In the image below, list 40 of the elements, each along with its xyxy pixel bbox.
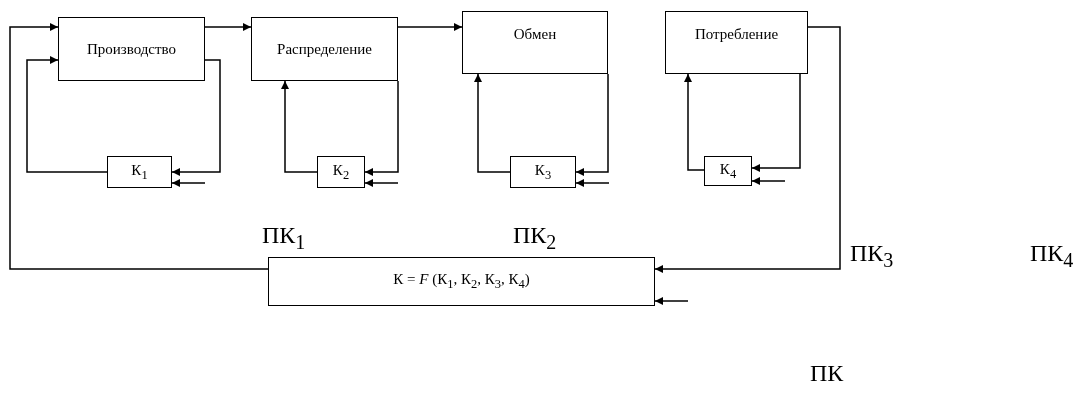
coefficient-box: [510, 156, 576, 188]
coefficient-box: [107, 156, 172, 188]
arrow: [171, 179, 206, 187]
variable-label: ПК$_{1}$: [262, 222, 306, 254]
coefficient-box: [317, 156, 365, 188]
arrow: [751, 177, 786, 185]
node-label: Распределение: [277, 40, 372, 58]
node-label: К$_{2}$: [332, 161, 350, 183]
arrow: [171, 59, 221, 176]
variable-label: ПК$_{3}$: [850, 240, 894, 272]
node-label: Производство: [86, 40, 177, 58]
arrow: [364, 80, 399, 176]
arrow: [9, 23, 269, 270]
process-box: [462, 11, 608, 74]
node-label: К$_{1}$: [131, 161, 148, 183]
node-label: Потребление: [694, 26, 779, 43]
arrow: [654, 297, 689, 305]
process-box: [58, 17, 205, 81]
variable-label: ПК: [810, 360, 844, 387]
function-box: [268, 257, 655, 306]
process-box: [251, 17, 398, 81]
coefficient-box: [704, 156, 752, 186]
node-label: Обмен: [513, 26, 557, 43]
node-label: К$_{4}$: [719, 160, 737, 182]
arrow: [684, 73, 705, 171]
process-box: [665, 11, 808, 74]
arrow: [204, 23, 252, 31]
arrow: [281, 80, 318, 173]
arrow: [575, 73, 609, 176]
node-label: К$_{3}$: [534, 161, 552, 183]
arrow: [575, 179, 610, 187]
arrow: [364, 179, 399, 187]
arrow: [751, 73, 801, 172]
arrow: [654, 26, 841, 273]
variable-label: ПК$_{4}$: [1030, 240, 1074, 272]
arrow: [26, 56, 108, 173]
arrow: [397, 23, 463, 31]
node-label: К = F (К$_{1}$, К$_{2}$, К$_{3}$, К$_{4}$): [393, 271, 530, 292]
arrow: [474, 73, 511, 173]
variable-label: ПК$_{2}$: [513, 222, 557, 254]
